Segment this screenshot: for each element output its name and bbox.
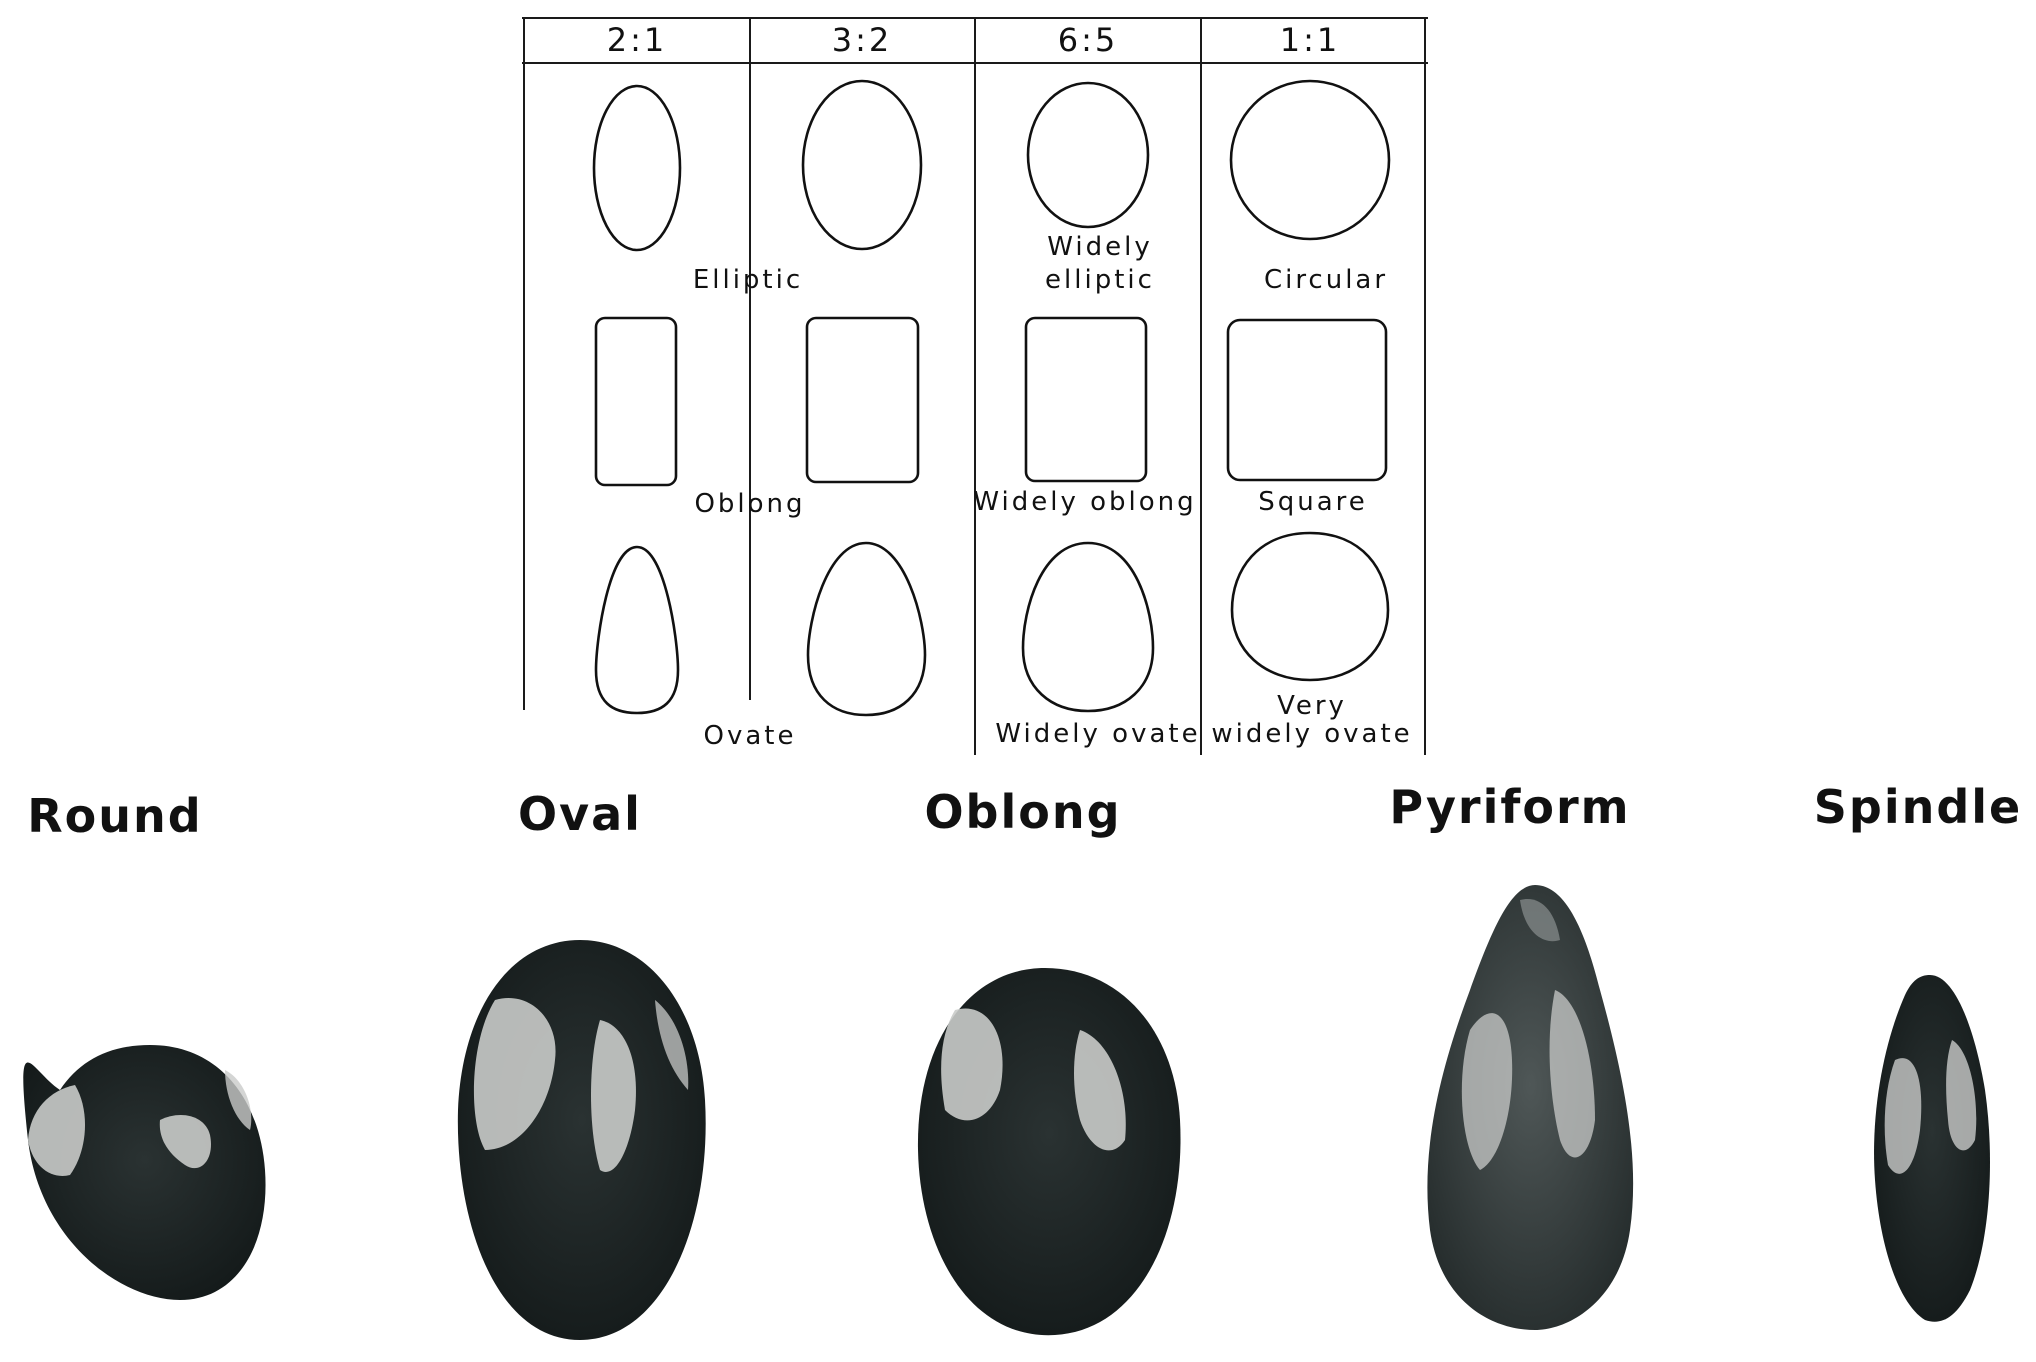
circular-shape	[1229, 79, 1391, 241]
widely-ovate-shape	[1021, 541, 1155, 713]
label-widely-elliptic-line1: Widely	[1047, 232, 1152, 262]
seed-label-spindle: Spindle	[1814, 780, 2022, 834]
label-square: Square	[1258, 487, 1368, 517]
seed-photo-labels: Round Oval Oblong Pyriform Spindle	[27, 780, 2022, 843]
label-very-widely-ovate-line1: Very	[1277, 691, 1347, 721]
widely-elliptic-shape	[1026, 81, 1150, 229]
ovate-shape-3-2	[806, 541, 927, 717]
ratio-header-6-5: 6:5	[1058, 21, 1119, 59]
ratio-header-1-1: 1:1	[1280, 21, 1341, 59]
square-shape	[1226, 318, 1388, 482]
seed-label-oblong: Oblong	[924, 785, 1121, 839]
seed-label-oval: Oval	[518, 787, 642, 841]
seed-photo-oblong	[917, 968, 1181, 1336]
label-ovate: Ovate	[704, 721, 797, 751]
seed-photo-pyriform	[1427, 885, 1634, 1330]
label-widely-elliptic-line2: elliptic	[1045, 265, 1155, 295]
oblong-shape-3-2	[805, 316, 920, 484]
seed-label-pyriform: Pyriform	[1389, 780, 1630, 834]
label-widely-oblong: Widely oblong	[973, 487, 1196, 517]
shape-chart: 2:1 3:2 6:5 1:1 Elliptic Widely elliptic…	[522, 17, 1428, 755]
ratio-header-3-2: 3:2	[832, 21, 893, 59]
label-elliptic: Elliptic	[693, 265, 803, 295]
ratio-header-2-1: 2:1	[607, 21, 668, 59]
widely-oblong-shape	[1024, 316, 1148, 483]
seed-photo-spindle	[1874, 975, 1990, 1322]
seed-label-round: Round	[27, 789, 202, 843]
ovate-shape-2-1	[594, 545, 680, 715]
label-circular: Circular	[1264, 265, 1388, 295]
oblong-shape-2-1	[594, 316, 678, 487]
elliptic-shape-2-1	[592, 84, 682, 252]
very-widely-ovate-shape	[1230, 531, 1390, 682]
label-very-widely-ovate-line2: widely ovate	[1211, 719, 1412, 749]
label-oblong: Oblong	[694, 489, 805, 519]
elliptic-shape-3-2	[801, 79, 923, 251]
seed-photo-oval	[457, 940, 706, 1340]
label-widely-ovate: Widely ovate	[995, 719, 1200, 749]
seed-photo-round	[23, 1045, 266, 1300]
